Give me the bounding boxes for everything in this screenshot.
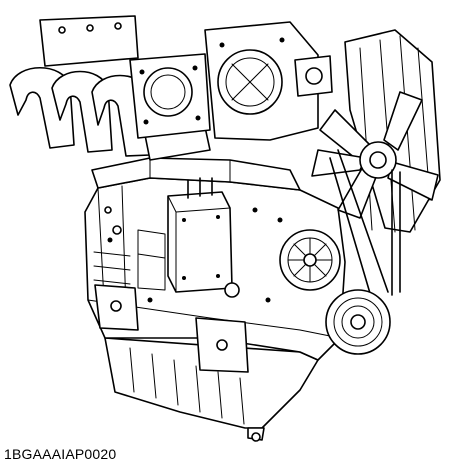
intake-flange (129, 53, 211, 139)
fan-belt (329, 149, 401, 301)
figure-code: 1BGAAAIAP0020 (4, 446, 117, 462)
engine-mounts (94, 282, 249, 373)
injection-pump (167, 177, 233, 293)
crankshaft-pulley (325, 289, 391, 355)
water-housing (204, 21, 333, 141)
bolts (107, 207, 283, 303)
water-pump-pulley (279, 229, 341, 291)
manifold (9, 15, 211, 161)
cylinder-head (91, 157, 301, 191)
cooling-fan (311, 91, 439, 219)
